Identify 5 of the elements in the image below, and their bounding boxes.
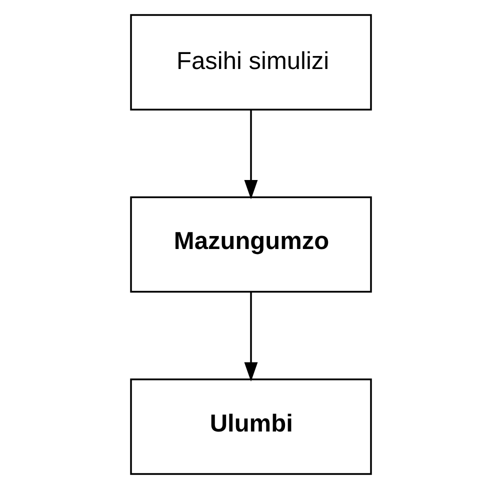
arrow: [244, 110, 258, 200]
node-box: Mazungumzo: [130, 196, 372, 293]
arrow: [244, 292, 258, 382]
node-box: Fasihi simulizi: [130, 14, 372, 110]
node-box: Ulumbi: [130, 378, 372, 475]
